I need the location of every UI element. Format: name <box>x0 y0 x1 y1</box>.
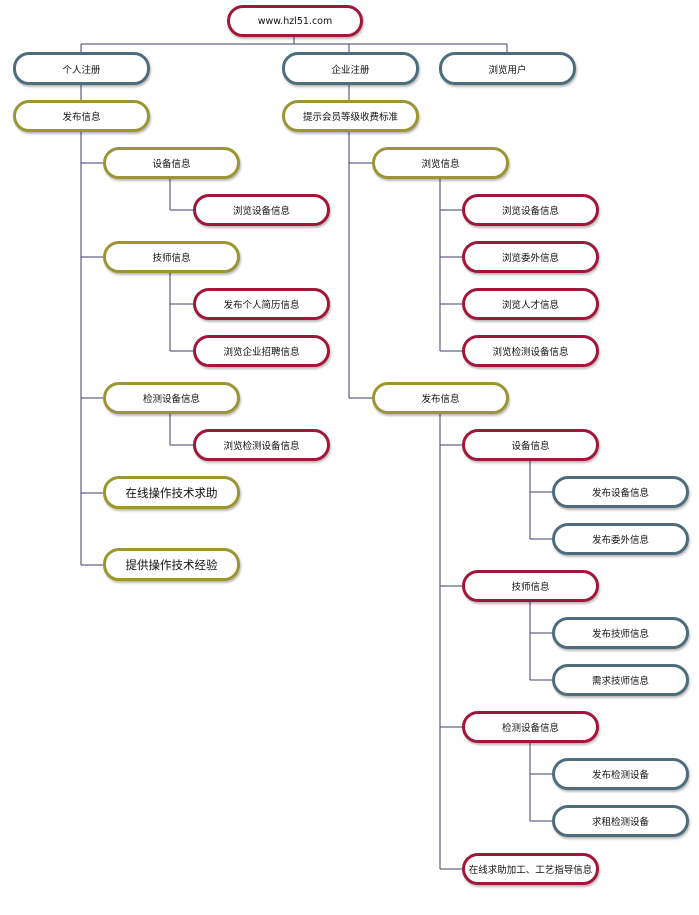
publish-outsource-label: 发布委外信息 <box>591 535 649 546</box>
personal-inspection-node: 检测设备信息 <box>103 382 240 414</box>
provide-experience-node: 提供操作技术经验 <box>103 548 240 581</box>
publish-outsource-node: 发布委外信息 <box>552 523 689 555</box>
enterprise-online-help-node: 在线求助加工、工艺指导信息 <box>462 853 599 885</box>
enterprise-equipment-label: 设备信息 <box>511 441 550 452</box>
enterprise-equipment-node: 设备信息 <box>462 429 599 461</box>
enterprise-online-help-label: 在线求助加工、工艺指导信息 <box>468 865 593 876</box>
fee-standard-node: 提示会员等级收费标准 <box>282 100 419 132</box>
enterprise-register-node: 企业注册 <box>282 52 419 85</box>
enterprise-inspection-label: 检测设备信息 <box>501 723 559 734</box>
root-node: www.hzl51.com <box>227 5 363 37</box>
personal-technician-node: 技师信息 <box>103 241 240 273</box>
browse-outsource-label: 浏览委外信息 <box>501 253 559 264</box>
personal-register-label: 个人注册 <box>62 64 101 76</box>
personal-publish-label: 发布信息 <box>62 112 101 123</box>
enterprise-browse-inspection-node: 浏览检测设备信息 <box>462 335 599 367</box>
online-help-node: 在线操作技术求助 <box>103 476 240 509</box>
personal-technician-label: 技师信息 <box>152 253 191 264</box>
browse-talent-label: 浏览人才信息 <box>501 300 559 311</box>
enterprise-browse-label: 浏览信息 <box>421 159 460 170</box>
enterprise-publish-node: 发布信息 <box>372 382 509 414</box>
browse-recruit-label: 浏览企业招聘信息 <box>223 347 300 358</box>
browse-talent-node: 浏览人才信息 <box>462 288 599 320</box>
enterprise-browse-inspection-label: 浏览检测设备信息 <box>492 347 569 358</box>
enterprise-publish-label: 发布信息 <box>421 394 460 405</box>
browse-user-node: 浏览用户 <box>439 52 576 85</box>
enterprise-technician-node: 技师信息 <box>462 570 599 602</box>
publish-technician-node: 发布技师信息 <box>552 617 689 649</box>
publish-equipment-label: 发布设备信息 <box>591 488 649 499</box>
fee-standard-label: 提示会员等级收费标准 <box>302 112 398 123</box>
personal-inspection-label: 检测设备信息 <box>142 394 200 405</box>
publish-resume-node: 发布个人简历信息 <box>193 288 330 320</box>
personal-browse-inspection-node: 浏览检测设备信息 <box>193 429 330 461</box>
personal-equipment-label: 设备信息 <box>152 159 191 170</box>
browse-recruit-node: 浏览企业招聘信息 <box>193 335 330 367</box>
personal-publish-node: 发布信息 <box>13 100 150 132</box>
personal-browse-equipment-node: 浏览设备信息 <box>193 194 330 226</box>
enterprise-inspection-node: 检测设备信息 <box>462 711 599 743</box>
root-label: www.hzl51.com <box>257 15 333 27</box>
enterprise-browse-equipment-node: 浏览设备信息 <box>462 194 599 226</box>
personal-equipment-node: 设备信息 <box>103 147 240 179</box>
publish-equipment-node: 发布设备信息 <box>552 476 689 508</box>
personal-register-node: 个人注册 <box>13 52 150 85</box>
rent-inspection-node: 求租检测设备 <box>552 805 689 837</box>
personal-browse-inspection-label: 浏览检测设备信息 <box>223 441 300 452</box>
publish-resume-label: 发布个人简历信息 <box>223 300 300 311</box>
rent-inspection-label: 求租检测设备 <box>591 817 649 828</box>
need-technician-label: 需求技师信息 <box>591 676 649 687</box>
online-help-label: 在线操作技术求助 <box>125 485 218 500</box>
publish-inspection-label: 发布检测设备 <box>591 770 649 781</box>
personal-browse-equipment-label: 浏览设备信息 <box>232 206 290 217</box>
need-technician-node: 需求技师信息 <box>552 664 689 696</box>
enterprise-register-label: 企业注册 <box>331 64 370 76</box>
browse-outsource-node: 浏览委外信息 <box>462 241 599 273</box>
provide-experience-label: 提供操作技术经验 <box>125 557 218 572</box>
enterprise-technician-label: 技师信息 <box>511 582 550 593</box>
enterprise-browse-node: 浏览信息 <box>372 147 509 179</box>
publish-technician-label: 发布技师信息 <box>591 629 649 640</box>
publish-inspection-node: 发布检测设备 <box>552 758 689 790</box>
enterprise-browse-equipment-label: 浏览设备信息 <box>501 206 559 217</box>
browse-user-label: 浏览用户 <box>488 64 527 76</box>
